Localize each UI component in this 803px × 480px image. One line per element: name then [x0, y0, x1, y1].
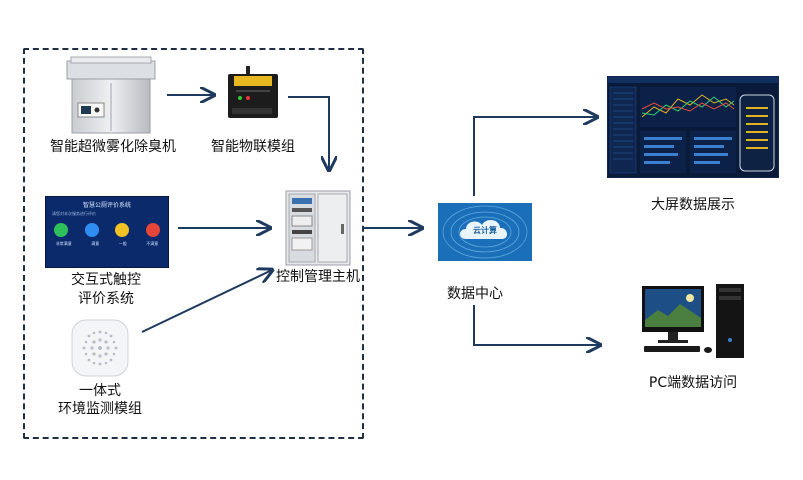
purifier-label: 智能超微雾化除臭机: [50, 139, 176, 155]
very-satisfied-face-icon: [54, 223, 69, 237]
device-group-box: [23, 48, 364, 439]
neutral-face-icon: [115, 223, 130, 237]
arrow-env-to-controller: [141, 270, 272, 333]
evaluation-screen: 智慧公厕评价系统 请您对本次服务进行评价 非常满意 满意 一般 不满意: [45, 196, 169, 268]
purifier-image: [64, 55, 159, 135]
data-center-image: 云计算: [438, 203, 532, 261]
arrow-datacenter-to-pc: [473, 305, 600, 345]
controller-label: 控制管理主机: [276, 269, 360, 285]
unsatisfied-face-icon: [145, 223, 160, 237]
controller-cabinet-image: [285, 190, 351, 266]
option-unsatisfied: 不满意: [146, 241, 159, 246]
env-monitor-image: [70, 318, 130, 378]
option-neutral: 一般: [118, 241, 127, 246]
evaluation-label-line2: 评价系统: [78, 291, 134, 307]
data-center-label: 数据中心: [447, 286, 503, 302]
env-monitor-label-line1: 一体式: [79, 383, 121, 399]
env-monitor-label-line2: 环境监测模组: [58, 401, 142, 417]
pc-image: [638, 280, 748, 362]
option-very-satisfied: 非常满意: [55, 241, 72, 246]
arrow-datacenter-to-screen: [473, 117, 597, 196]
big-screen-image: [607, 76, 779, 178]
cloud-text: 云计算: [473, 226, 497, 235]
arrow-iot-to-controller: [288, 96, 329, 170]
iot-module-image: [222, 66, 284, 120]
big-screen-label: 大屏数据展示: [651, 197, 735, 213]
pc-access-label: PC端数据访问: [648, 375, 738, 391]
evaluation-label-line1: 交互式触控: [71, 272, 141, 288]
iot-module-label: 智能物联模组: [211, 139, 295, 155]
satisfied-face-icon: [84, 223, 99, 237]
option-satisfied: 满意: [91, 241, 100, 246]
evaluation-screen-title: 智慧公厕评价系统: [82, 202, 131, 209]
evaluation-screen-subtitle: 请您对本次服务进行评价: [52, 211, 96, 216]
